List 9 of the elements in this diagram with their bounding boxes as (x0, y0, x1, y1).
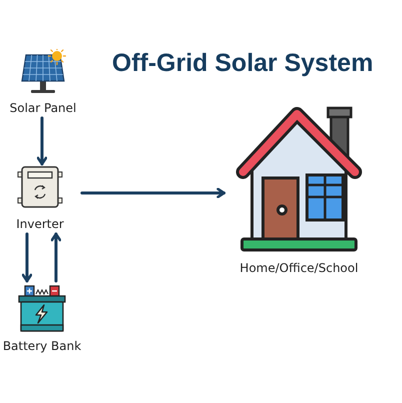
arrow (36, 116, 48, 166)
arrow (22, 232, 32, 282)
node-label: Solar Panel (10, 100, 76, 116)
node-label: Battery Bank (2, 338, 82, 354)
arrow (80, 188, 226, 198)
diagram-title: Off-Grid Solar System (112, 48, 374, 78)
node-label: Home/Office/School (240, 260, 358, 276)
node-label: Inverter (16, 216, 64, 232)
arrow (50, 232, 62, 282)
